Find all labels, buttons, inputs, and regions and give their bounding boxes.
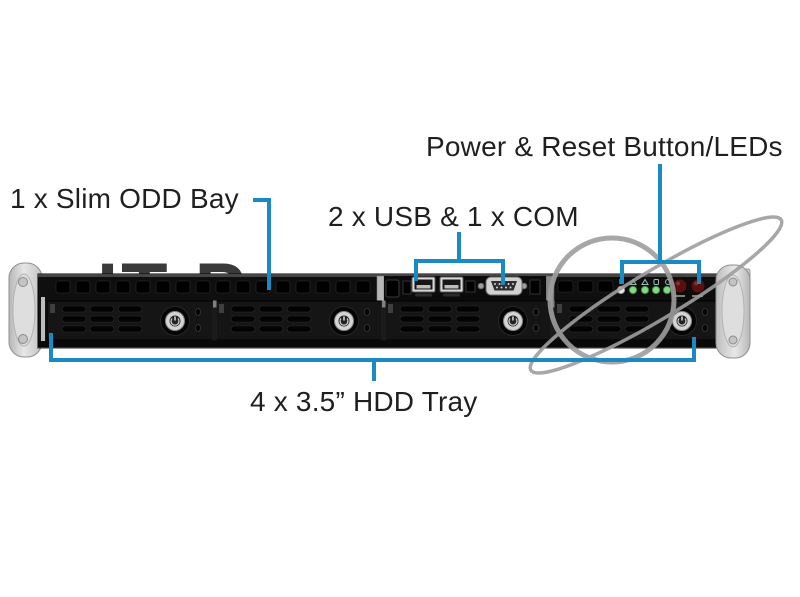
leader-hdd-tray (49, 333, 696, 381)
hdd-tray-icon (46, 300, 215, 341)
rack-ear-left-icon (8, 262, 43, 358)
button-label-mark (674, 295, 685, 297)
label-usb-com: 2 x USB & 1 x COM (328, 201, 579, 232)
usb-port-icon (439, 276, 464, 297)
label-power-reset: Power & Reset Button/LEDs (426, 131, 783, 162)
panel-divider (376, 275, 385, 302)
io-slot-icon (529, 279, 541, 295)
button-highlight (676, 281, 680, 286)
label-hdd-tray: 4 x 3.5” HDD Tray (250, 386, 478, 417)
hdd-tray-icon (215, 300, 384, 341)
label-odd-bay: 1 x Slim ODD Bay (10, 183, 239, 214)
slim-odd-bay-icon (55, 280, 371, 294)
io-slot-icon (465, 280, 476, 293)
leader-power-reset (620, 164, 701, 284)
front-io-panel (384, 276, 546, 302)
status-led-icons (628, 285, 672, 295)
leader-usb-com (414, 232, 505, 285)
hdd-tray-icon (384, 300, 553, 341)
leader-odd-bay (253, 198, 271, 290)
leader-lines (49, 164, 701, 381)
io-socket-icon (385, 279, 400, 298)
io-slot-icon (402, 280, 412, 295)
com-port-icon (477, 276, 528, 296)
hdd-tray-row (46, 300, 722, 341)
led-button-panel (614, 277, 720, 301)
right-vent-strip (557, 280, 614, 293)
rack-ear-right-icon (715, 264, 751, 359)
